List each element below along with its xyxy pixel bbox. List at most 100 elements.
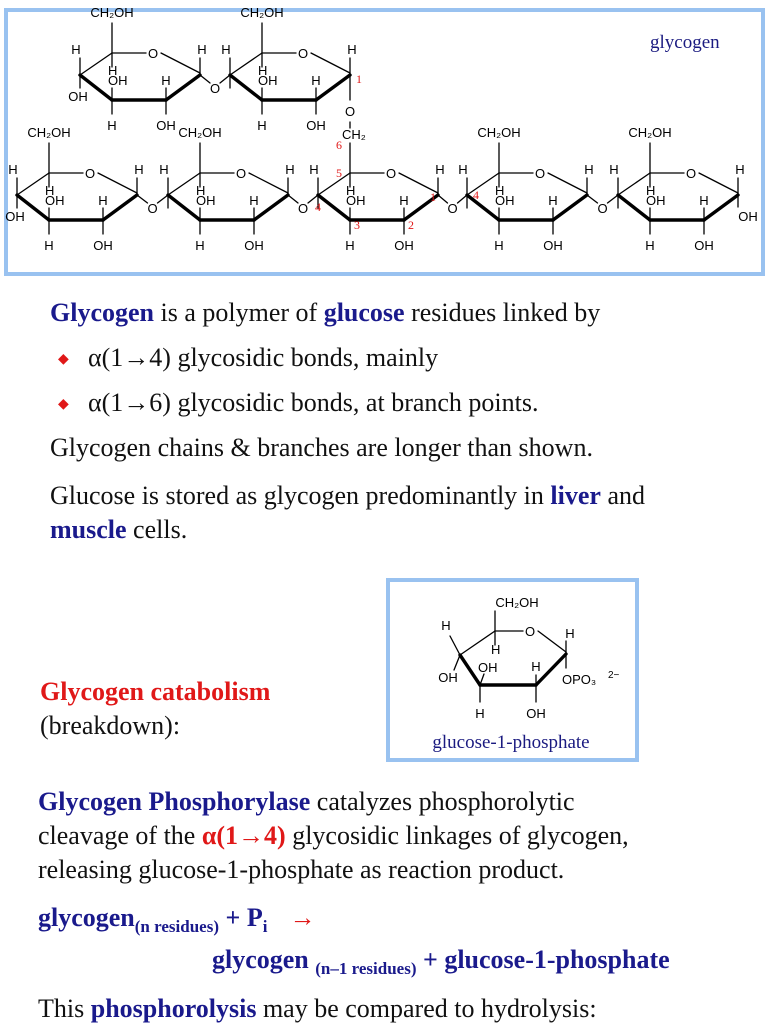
h-label: H — [8, 162, 17, 177]
substituent-bond — [479, 673, 485, 686]
phosphorylase-line-3: releasing glucose-1-phosphate as reactio… — [38, 855, 565, 884]
ring-oxygen-label: O — [148, 46, 158, 61]
h-label: H — [475, 706, 484, 721]
ring-bond-bold — [101, 193, 139, 222]
term-phosphorolysis: phosphorolysis — [90, 994, 257, 1023]
ring-bond-bold — [164, 73, 202, 102]
reaction-arrow-icon: → — [289, 903, 316, 932]
h-label: H — [108, 63, 117, 78]
ring-bond — [398, 172, 439, 194]
equation-line-2: glycogen (n–1 residues) + glucose-1-phos… — [212, 945, 670, 978]
oh-label: OH — [646, 193, 666, 208]
oh-label: OH — [108, 73, 128, 88]
h-label: H — [435, 162, 444, 177]
term-glycogen: Glycogen — [50, 298, 154, 327]
h-label: H — [458, 162, 467, 177]
glycosidic-oxygen-label: O — [210, 81, 220, 96]
figure-caption-glucose-1-phosphate: glucose-1-phosphate — [432, 732, 589, 753]
phosphorylase-line-1: Glycogen Phosphorylase catalyzes phospho… — [38, 787, 575, 816]
branch-oxygen-label: O — [345, 104, 355, 119]
ring-bond-bold — [78, 73, 114, 102]
oh-label: OH — [495, 193, 515, 208]
ring-oxygen-label: O — [386, 166, 396, 181]
oh-label: OH — [394, 238, 414, 253]
oh-label: OH — [738, 209, 758, 224]
h-label: H — [347, 42, 356, 57]
h-label: H — [646, 183, 655, 198]
term-glucose: glucose — [323, 298, 405, 327]
oh-label: OH — [244, 238, 264, 253]
ring-bond-bold — [15, 193, 51, 222]
glycosidic-bond — [199, 74, 211, 84]
h-label: H — [197, 42, 206, 57]
oh-label: OH — [5, 209, 25, 224]
ring-bond — [698, 172, 739, 194]
carbon-number-4: 4 — [315, 200, 321, 214]
term-glycogen-phosphorylase: Glycogen Phosphorylase — [38, 787, 311, 816]
h-label: H — [221, 42, 230, 57]
phosphorylase-line-2: cleavage of the α(1→4) glycosidic linkag… — [38, 821, 629, 850]
glycosidic-bond — [307, 194, 319, 204]
ch2-label: CH₂ — [342, 127, 366, 142]
oh-label: OH — [306, 118, 326, 133]
oh-label: OH — [694, 238, 714, 253]
ch2oh-label: CH₂OH — [477, 125, 520, 140]
ring-bond-bold — [252, 193, 290, 222]
h-label: H — [159, 162, 168, 177]
oh-label: OH — [93, 238, 113, 253]
carbon-number-4: 4 — [473, 188, 479, 202]
glycosidic-oxygen-label: O — [298, 201, 308, 216]
glycosidic-bond — [156, 194, 169, 204]
ring-bond-bold — [702, 193, 740, 222]
oh-label: OH — [438, 670, 458, 685]
charge-label: 2− — [608, 670, 620, 681]
h-label: H — [494, 238, 503, 253]
ch2oh-label: CH₂OH — [178, 125, 221, 140]
carbon-number-1: 1 — [356, 72, 362, 86]
catabolism-title: Glycogen catabolism — [40, 677, 271, 706]
term-muscle: muscle — [50, 515, 127, 544]
ch2oh-label: CH₂OH — [27, 125, 70, 140]
h-label: H — [45, 183, 54, 198]
h-label: H — [71, 42, 80, 57]
h-label: H — [441, 618, 450, 633]
oh-label: OH — [526, 706, 546, 721]
intro-line-4: Glucose is stored as glycogen predominan… — [50, 481, 645, 510]
ring-oxygen-label: O — [525, 624, 535, 639]
ring-bond-bold — [316, 193, 352, 222]
opo3-label: OPO₃ — [562, 672, 596, 687]
figure-caption-glycogen: glycogen — [650, 32, 720, 53]
carbon-number-2: 2 — [408, 218, 414, 232]
oh-label: OH — [68, 89, 88, 104]
h-label: H — [565, 626, 574, 641]
ch2oh-label: CH₂OH — [628, 125, 671, 140]
term-alpha-1-4: α(1→4) — [201, 821, 286, 850]
glycosidic-bond — [287, 194, 299, 204]
ring-bond — [79, 52, 113, 76]
term-liver: liver — [550, 481, 601, 510]
h-label: H — [311, 73, 320, 88]
h-label: H — [609, 162, 618, 177]
ring-bond-bold — [465, 193, 501, 222]
carbon-number-1: 1 — [430, 190, 436, 204]
ring-bond — [160, 52, 201, 74]
h-label: H — [495, 183, 504, 198]
ring-bond — [537, 630, 567, 653]
intro-line-3: Glycogen chains & branches are longer th… — [50, 433, 593, 462]
h-label: H — [531, 659, 540, 674]
glycosidic-bond — [136, 194, 149, 204]
glycosidic-oxygen-label: O — [147, 201, 157, 216]
bullet-1: ◆α(1→4) glycosidic bonds, mainly — [58, 343, 438, 375]
glycosidic-bond — [437, 194, 449, 204]
diamond-bullet-icon: ◆ — [58, 352, 69, 367]
ring-bond — [547, 172, 588, 194]
ring-bond — [617, 172, 651, 196]
ch2oh-label: CH₂OH — [90, 5, 133, 20]
h-label: H — [735, 162, 744, 177]
glucose-1-phosphate-figure-frame — [386, 578, 639, 762]
h-label: H — [699, 193, 708, 208]
ring-bond-bold — [534, 652, 568, 687]
h-label: H — [195, 238, 204, 253]
h-label: H — [285, 162, 294, 177]
